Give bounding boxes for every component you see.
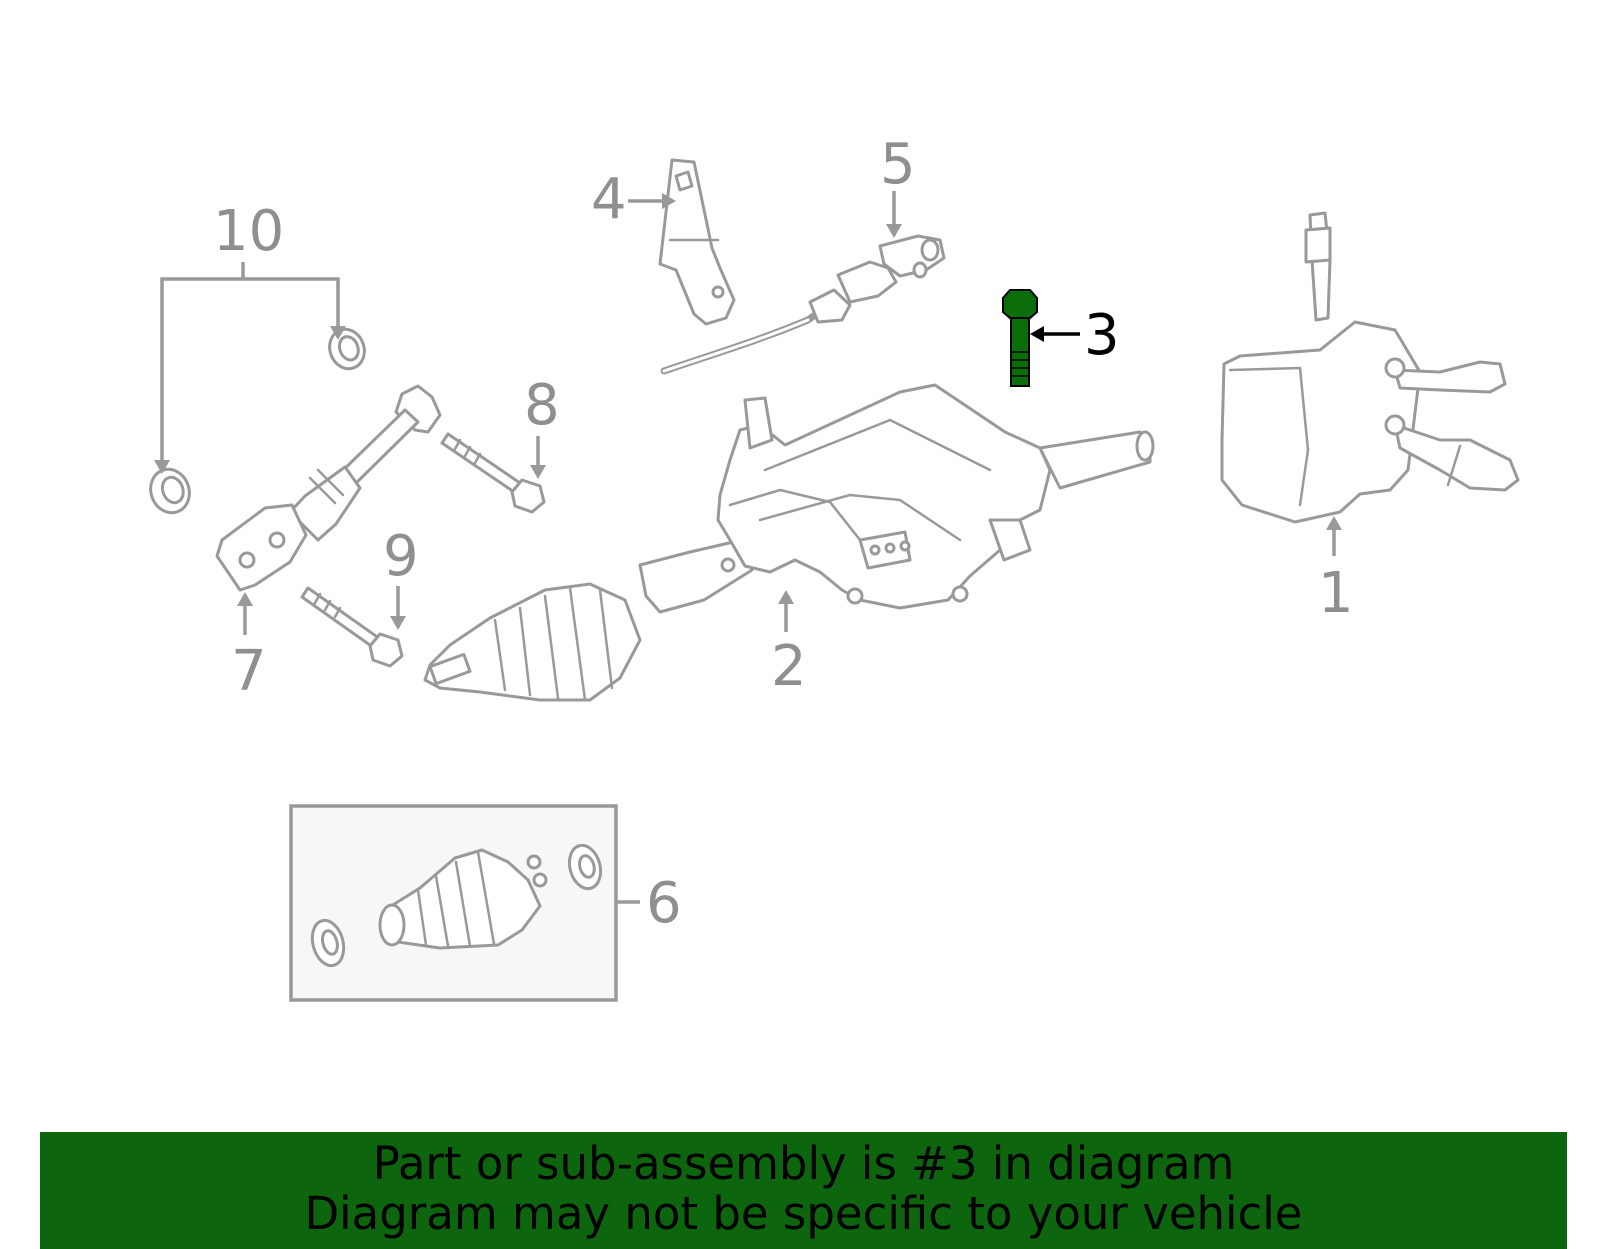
part-2-steering-column <box>423 383 1155 702</box>
callout-6: 6 <box>646 871 682 936</box>
part-1-combination-switch <box>1220 211 1520 524</box>
callout-4: 4 <box>591 167 627 232</box>
callout-8: 8 <box>524 373 560 438</box>
part-9-bolt <box>300 586 404 668</box>
part-10-nuts <box>149 262 366 515</box>
notice-banner: Part or sub-assembly is #3 in diagram Di… <box>40 1132 1567 1249</box>
part-3-bolt-highlighted <box>1002 289 1038 387</box>
callout-9: 9 <box>383 524 419 589</box>
part-6-inset <box>289 804 618 1002</box>
notice-line-1: Part or sub-assembly is #3 in diagram <box>372 1137 1235 1190</box>
callout-5: 5 <box>880 132 916 197</box>
callout-3: 3 <box>1084 303 1120 368</box>
callout-10: 10 <box>213 199 284 264</box>
part-7-intermediate-shaft <box>215 384 442 592</box>
notice-line-2: Diagram may not be specific to your vehi… <box>304 1187 1303 1240</box>
callout-2: 2 <box>771 634 807 699</box>
part-8-bolt <box>440 432 546 514</box>
callout-1: 1 <box>1318 561 1354 626</box>
part-4-motor <box>658 158 736 326</box>
part-5-sensor-cable <box>660 234 946 375</box>
callout-7: 7 <box>231 639 267 704</box>
